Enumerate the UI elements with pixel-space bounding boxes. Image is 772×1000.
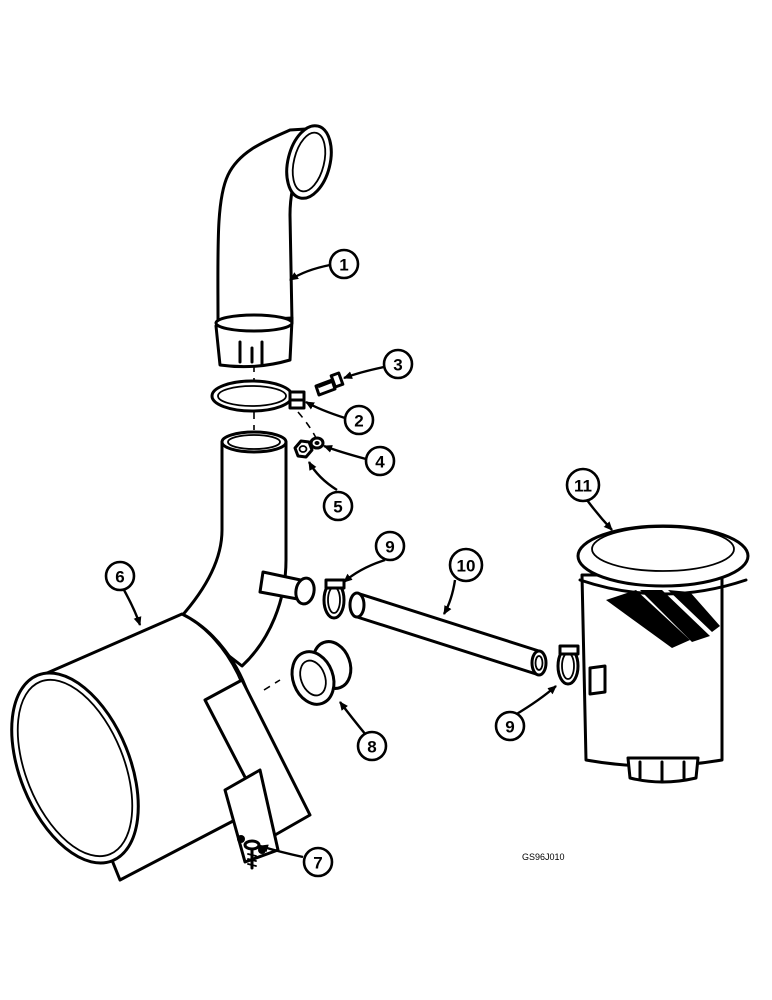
hose-part	[348, 591, 548, 677]
band-clamp-part	[210, 379, 306, 413]
grommet-part	[290, 640, 353, 706]
hose-clamp-left-part	[322, 578, 346, 620]
nut-part	[293, 439, 314, 459]
lock-washer-part	[309, 436, 325, 450]
muffler-part	[10, 430, 316, 882]
callout-9b: 9	[494, 710, 526, 742]
exhaust-stack-part	[214, 124, 333, 369]
callout-3-label: 3	[393, 356, 402, 375]
callout-6: 6	[104, 560, 136, 592]
callout-7: 7	[302, 846, 334, 878]
callout-9a-label: 9	[385, 538, 394, 557]
mounting-bracket-part	[203, 678, 312, 864]
callout-7-label: 7	[313, 854, 322, 873]
callout-10-label: 10	[457, 557, 476, 576]
callout-1-label: 1	[339, 256, 348, 275]
callout-10: 10	[448, 547, 484, 583]
callout-8-label: 8	[367, 738, 376, 757]
callout-4-label: 4	[375, 453, 385, 472]
callout-11-label: 11	[574, 477, 592, 496]
callout-5-label: 5	[333, 498, 342, 517]
callout-2-label: 2	[354, 412, 363, 431]
bolt-part	[314, 371, 345, 397]
callout-6-label: 6	[115, 568, 124, 587]
callout-2: 2	[343, 404, 375, 436]
reference-code: GS96J010	[522, 852, 565, 862]
callout-8: 8	[356, 730, 388, 762]
callout-4: 4	[364, 445, 396, 477]
callout-11: 11	[565, 467, 601, 503]
precleaner-part	[576, 524, 750, 784]
callout-9b-label: 9	[505, 718, 514, 737]
callout-5: 5	[322, 490, 354, 522]
callout-1: 1	[328, 248, 360, 280]
hose-clamp-right-part	[556, 644, 580, 686]
callout-3: 3	[382, 348, 414, 380]
screw-part	[243, 839, 261, 870]
callout-9a: 9	[374, 530, 406, 562]
